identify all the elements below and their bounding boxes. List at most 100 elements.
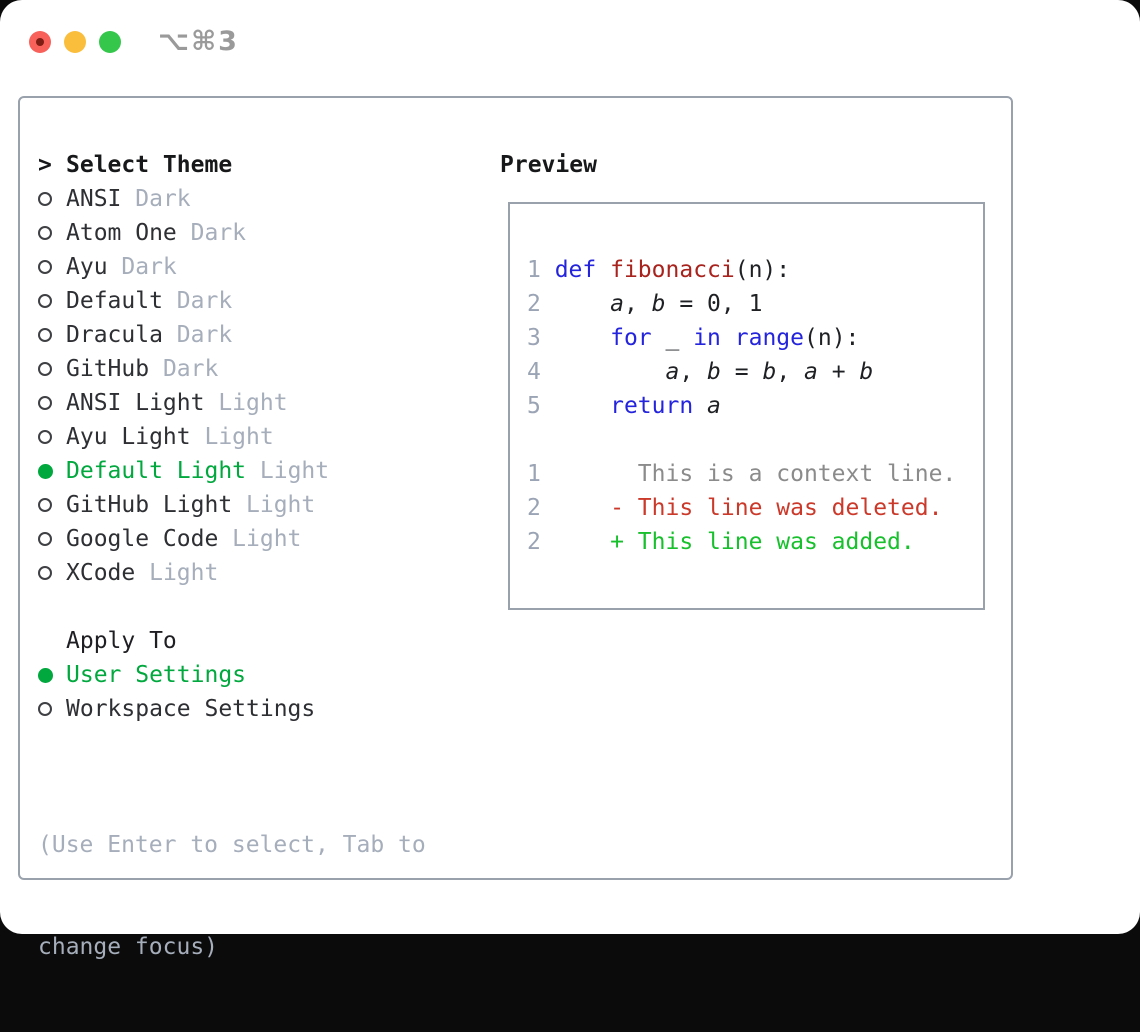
radio-icon — [38, 294, 52, 308]
theme-option-label: Google Code Light — [66, 526, 302, 552]
theme-option-ayu[interactable]: Ayu Dark — [38, 250, 498, 284]
code-token-pl — [555, 495, 610, 521]
code-token-pl — [555, 291, 610, 317]
radio-gutter — [38, 702, 66, 716]
code-token-pl: _ — [651, 325, 694, 351]
radio-gutter — [38, 294, 66, 308]
theme-option-github[interactable]: GitHub Dark — [38, 352, 498, 386]
line-number: 2 — [527, 291, 555, 317]
code-token-var: a — [610, 291, 624, 317]
code-token-pl — [555, 359, 666, 385]
code-token-pl — [555, 529, 610, 555]
code-token-kw: range — [734, 325, 804, 351]
radio-gutter — [38, 463, 66, 479]
code-line: 1 def fibonacci(n): — [527, 253, 983, 287]
radio-gutter — [38, 667, 66, 683]
radio-gutter — [38, 396, 66, 410]
code-token-pl: = — [720, 359, 763, 385]
apply-option-label: User Settings — [66, 662, 247, 688]
close-button[interactable] — [29, 30, 51, 53]
code-token-var: b — [762, 359, 777, 385]
radio-gutter — [38, 328, 66, 342]
code-token-var: a — [804, 359, 818, 385]
code-token-var: a — [665, 359, 680, 385]
code-token-kw: in — [693, 325, 721, 351]
theme-option-label: Default Light Light — [66, 458, 330, 484]
code-token-kw: return — [610, 393, 694, 419]
theme-option-github-light[interactable]: GitHub Light Light — [38, 488, 498, 522]
code-token-ctx: This is a context line. — [637, 461, 957, 487]
code-token-var: b — [859, 359, 874, 385]
radio-icon — [38, 328, 52, 342]
line-number: 3 — [527, 325, 555, 351]
code-line: 5 return a — [527, 389, 983, 423]
code-token-pl: , — [623, 291, 652, 317]
theme-option-ansi-light[interactable]: ANSI Light Light — [38, 386, 498, 420]
theme-option-label: XCode Light — [66, 560, 219, 586]
help-line-1: (Use Enter to select, Tab to — [38, 832, 426, 858]
theme-option-label: GitHub Light Light — [66, 492, 316, 518]
radio-gutter — [38, 260, 66, 274]
code-line: 2 + This line was added. — [527, 525, 983, 559]
cursor-gutter: > — [38, 152, 66, 178]
theme-option-label: Default Dark — [66, 288, 233, 314]
line-number: 2 — [527, 529, 555, 555]
code-token-del: - This line was deleted. — [610, 495, 943, 521]
theme-option-atom-one[interactable]: Atom One Dark — [38, 216, 498, 250]
zoom-button[interactable] — [99, 30, 121, 53]
radio-icon — [38, 362, 52, 376]
theme-option-label: Dracula Dark — [66, 322, 233, 348]
window-shortcut-label: ⌥⌘3 — [158, 26, 239, 57]
radio-gutter — [38, 430, 66, 444]
theme-option-label: ANSI Light Light — [66, 390, 288, 416]
radio-icon — [38, 532, 52, 546]
code-token-var: b — [651, 291, 666, 317]
apply-option-workspace-settings[interactable]: Workspace Settings — [38, 692, 498, 726]
code-token-pl: , — [679, 359, 708, 385]
line-number: 4 — [527, 359, 555, 385]
minimize-button[interactable] — [64, 30, 86, 53]
code-token-pl: , — [776, 359, 805, 385]
spacer — [38, 726, 498, 760]
theme-option-ansi[interactable]: ANSI Dark — [38, 182, 498, 216]
theme-option-xcode[interactable]: XCode Light — [38, 556, 498, 590]
radio-icon — [38, 566, 52, 580]
theme-option-default-light[interactable]: Default Light Light — [38, 454, 498, 488]
code-token-pl — [596, 257, 610, 283]
code-token-kw: for — [610, 325, 652, 351]
radio-gutter — [38, 566, 66, 580]
theme-option-dracula[interactable]: Dracula Dark — [38, 318, 498, 352]
radio-gutter — [38, 226, 66, 240]
code-token-kw: def — [554, 257, 597, 283]
code-token-pl: + — [817, 359, 860, 385]
code-token-add: + This line was added. — [610, 529, 915, 555]
code-token-var: a — [707, 393, 721, 419]
theme-option-label: GitHub Dark — [66, 356, 219, 382]
code-token-pl — [555, 461, 638, 487]
radio-selected-icon — [38, 463, 53, 479]
code-line: 2 - This line was deleted. — [527, 491, 983, 525]
code-token-fn: fibonacci — [610, 257, 735, 283]
preview-title: Preview — [500, 152, 597, 178]
code-line: 4 a, b = b, a + b — [527, 355, 983, 389]
line-number: 1 — [527, 257, 555, 283]
code-line: 3 for _ in range(n): — [527, 321, 983, 355]
line-number: 5 — [527, 393, 555, 419]
radio-selected-icon — [38, 667, 53, 683]
code-token-pl: = 0, 1 — [665, 291, 763, 317]
theme-option-ayu-light[interactable]: Ayu Light Light — [38, 420, 498, 454]
apply-option-user-settings[interactable]: User Settings — [38, 658, 498, 692]
code-token-pl — [555, 393, 610, 419]
radio-gutter — [38, 498, 66, 512]
radio-gutter — [38, 532, 66, 546]
theme-option-default[interactable]: Default Dark — [38, 284, 498, 318]
spacer — [38, 590, 498, 624]
apply-to-title: Apply To — [66, 628, 177, 654]
code-token-var: b — [707, 359, 721, 385]
cursor-prefix: > — [38, 152, 52, 178]
theme-option-google-code[interactable]: Google Code Light — [38, 522, 498, 556]
